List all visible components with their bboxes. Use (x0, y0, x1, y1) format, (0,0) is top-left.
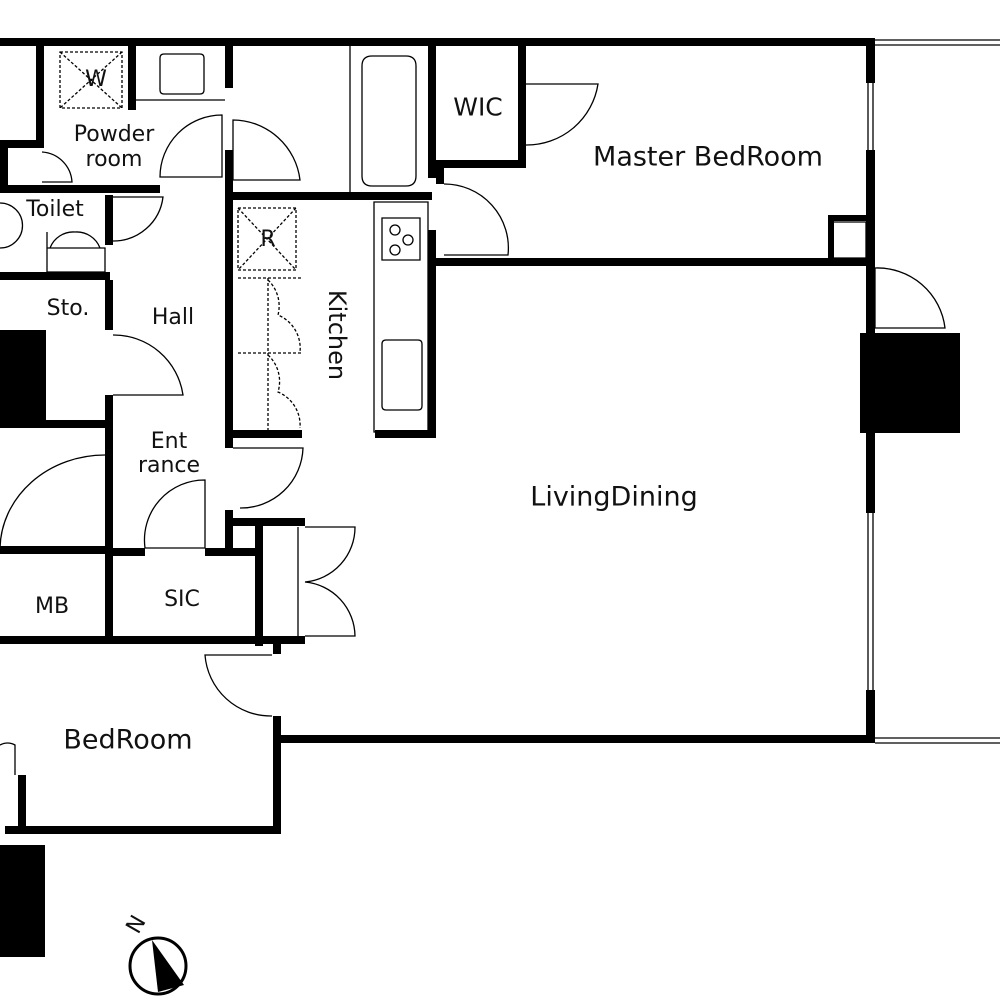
room-label-kitchen: Kitchen (323, 289, 351, 381)
room-label-toilet: Toilet (26, 197, 84, 222)
wall (36, 38, 44, 143)
door-shoe-closet (297, 526, 356, 637)
washer-label: W (85, 67, 107, 92)
door-bedroom (204, 654, 273, 717)
wall (232, 430, 302, 438)
wall (0, 636, 305, 644)
wall (105, 556, 113, 642)
compass-needle-icon (152, 940, 184, 992)
wall (436, 258, 875, 266)
room-label-storage: Sto. (46, 296, 90, 321)
wall (255, 526, 263, 646)
door-powder (159, 114, 223, 178)
wall (273, 644, 281, 654)
room-label-bedroom: BedRoom (63, 724, 193, 756)
room-label-wic: WIC (453, 92, 503, 122)
wall (518, 38, 526, 163)
wall (0, 546, 113, 554)
compass (128, 936, 188, 996)
refrigerator-label: R (260, 227, 276, 252)
kitchen-sink (381, 339, 423, 411)
room-label-mb: MB (34, 594, 70, 619)
wall (866, 38, 875, 83)
wall (128, 38, 136, 110)
wall (0, 330, 46, 420)
wall (0, 140, 44, 148)
room-label-entrance-2: rance (137, 453, 201, 478)
wall (275, 735, 875, 743)
wall (105, 395, 113, 550)
wall (225, 150, 233, 440)
room-label-entrance-1: Ent (150, 429, 188, 454)
wall (105, 195, 113, 245)
washer (59, 51, 123, 109)
fixtures-and-doors (0, 39, 1000, 775)
wall (0, 148, 8, 188)
wall (273, 716, 281, 834)
wall (866, 690, 875, 743)
compass-ring (128, 936, 188, 996)
room-label-sic: SIC (164, 587, 200, 612)
wall (5, 826, 281, 834)
window (867, 83, 874, 690)
wall (105, 280, 113, 330)
door-balcony (874, 267, 946, 329)
wall (225, 192, 432, 200)
wall (233, 518, 305, 526)
wall (0, 420, 110, 428)
wall (0, 185, 160, 193)
door-bedroom-side (0, 742, 16, 775)
wall (436, 168, 444, 184)
door-wic (525, 83, 599, 146)
refrigerator (237, 207, 297, 271)
room-label-living-dining: LivingDining (530, 481, 698, 513)
wall (0, 845, 45, 957)
room-label-powder-1: Powder (73, 122, 155, 147)
wall (18, 775, 26, 830)
wall (828, 215, 834, 260)
wall (866, 433, 875, 513)
bathtub (349, 46, 417, 192)
wall (225, 38, 233, 88)
wall (375, 430, 436, 438)
door-kitchen (233, 447, 304, 509)
wall (225, 438, 233, 448)
balcony-window (829, 221, 867, 259)
wall (860, 333, 960, 433)
door-entrance (0, 454, 206, 549)
wall (428, 38, 436, 178)
sink (136, 53, 225, 101)
room-label-powder-2: room (85, 147, 143, 172)
wall (828, 215, 870, 221)
door-hall (112, 334, 184, 396)
wall (866, 150, 875, 265)
kitchen-counter (373, 201, 429, 433)
wall (0, 38, 875, 46)
door-closet (41, 151, 73, 183)
walls (0, 38, 960, 957)
wall (225, 510, 233, 555)
room-label-master-bedroom: Master BedRoom (593, 141, 823, 173)
wall (105, 548, 145, 556)
wall (205, 548, 263, 556)
wall (428, 230, 436, 438)
pantry-doors (238, 277, 302, 430)
room-label-hall: Hall (151, 305, 195, 330)
wall (436, 160, 526, 168)
balcony-line (875, 39, 1000, 744)
door-master (443, 183, 510, 256)
hob-icon (389, 224, 414, 256)
toilet-counter (0, 202, 106, 273)
wall (866, 265, 875, 333)
wall (0, 272, 110, 280)
door-bath (232, 119, 301, 181)
door-toilet (112, 196, 164, 242)
